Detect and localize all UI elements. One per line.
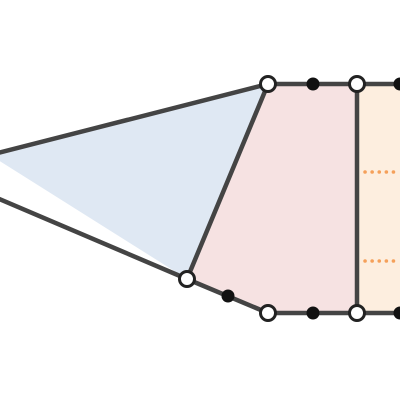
open-vertex: [259, 75, 277, 93]
triangle-shared-edge: [184, 81, 271, 282]
open-vertex: [178, 270, 196, 288]
triangle-lower-edge: [0, 196, 190, 282]
blue-triangle-region: [0, 84, 268, 279]
solid-vertex: [393, 306, 400, 320]
solid-vertex: [306, 306, 320, 320]
solid-vertex: [221, 289, 235, 303]
triangle-upper-edge: [0, 81, 271, 155]
solid-vertex: [393, 77, 400, 91]
solid-vertex: [306, 77, 320, 91]
pink-quadrilateral-region: [187, 84, 357, 313]
orange-strip-region: [357, 84, 400, 313]
open-vertex: [348, 75, 366, 93]
open-vertex: [348, 304, 366, 322]
open-vertex: [259, 304, 277, 322]
